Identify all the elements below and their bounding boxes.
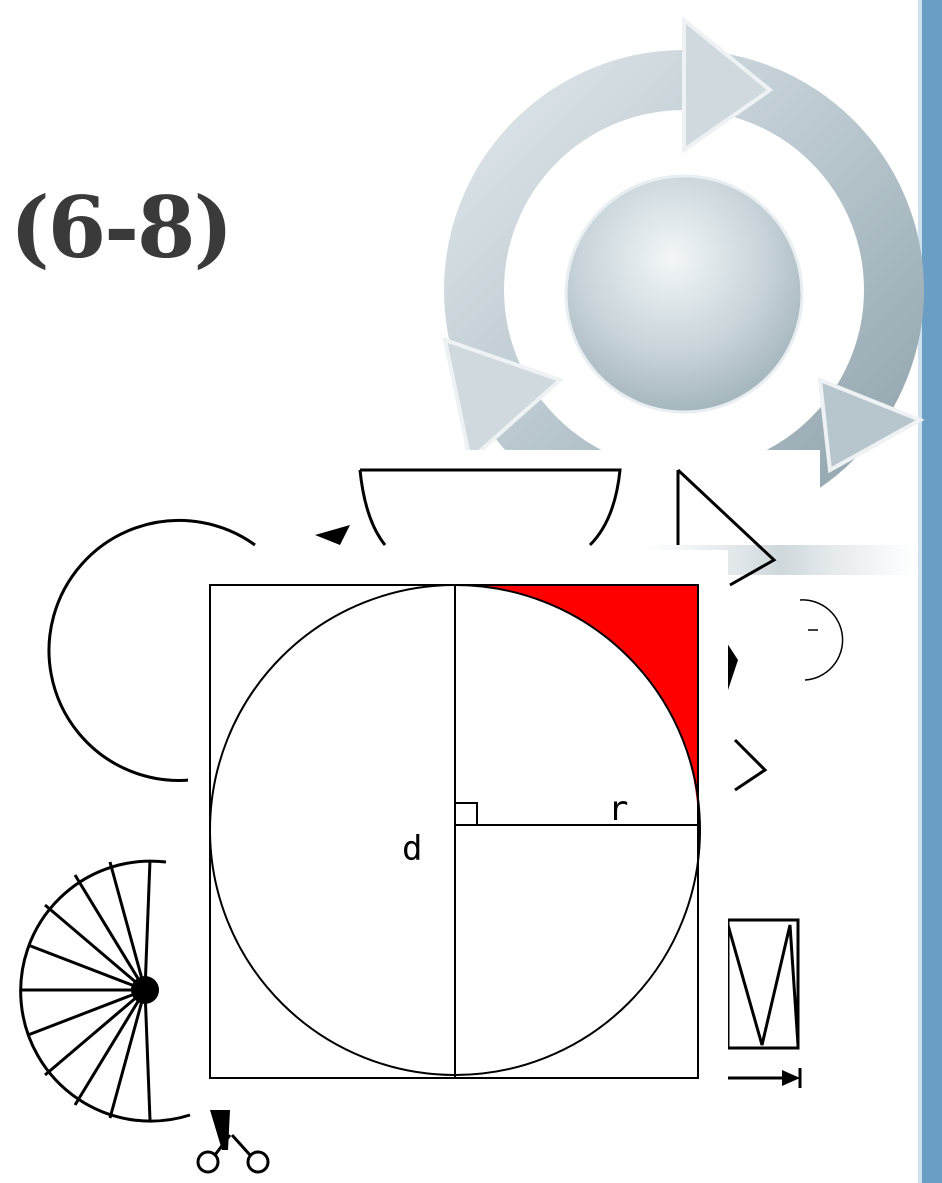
scissors-icon xyxy=(196,1110,270,1174)
shaded-corner-region xyxy=(455,585,698,825)
slide-accent-bar xyxy=(918,0,942,1183)
slide-title: (6-8) xyxy=(10,178,233,277)
radius-label: r xyxy=(608,789,628,829)
diameter-label: d xyxy=(402,829,422,869)
right-angle-marker xyxy=(455,802,478,825)
